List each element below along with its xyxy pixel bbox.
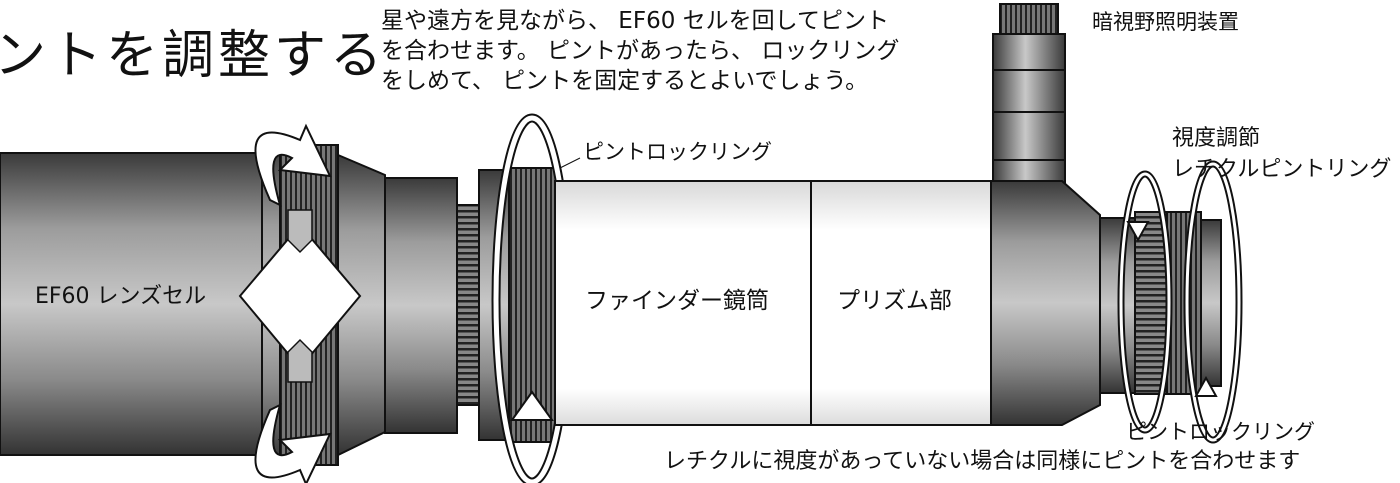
instruction-line-1: 星や遠方を見ながら、 EF60 セルを回してピント	[381, 8, 889, 34]
eyepiece-housing	[990, 180, 1222, 426]
finder-tube-body	[554, 180, 812, 426]
instruction-line-2: を合わせます。 ピントがあったら、 ロックリング	[381, 38, 900, 64]
front-lock-ring	[478, 167, 558, 443]
lens-cell-label: EF60 レンズセル	[35, 284, 207, 309]
diopter-label: 視度調節	[1172, 126, 1261, 151]
front-lock-ring-leader	[559, 157, 581, 169]
prism-label: プリズム部	[837, 288, 952, 314]
prism-body	[810, 180, 992, 426]
illuminator-label: 暗視野照明装置	[1092, 10, 1239, 34]
lens-cell-rotate-arrow	[254, 123, 332, 483]
diamond-focus-indicator	[238, 209, 362, 383]
instruction-text: 星や遠方を見ながら、 EF60 セルを回してピント を合わせます。 ピントがあっ…	[381, 6, 899, 96]
front-lock-ring-label: ピントロックリング	[583, 140, 772, 164]
illuminator-tube	[992, 3, 1066, 185]
reticle-ring-label: レチクルピントリング	[1172, 157, 1392, 182]
page-title: ピントを調整する	[0, 26, 387, 86]
instruction-line-3: をしめて、 ピントを固定するとよいでしょう。	[381, 68, 869, 94]
note-text: レチクルに視度があっていない場合は同様にピントを合わせます	[664, 449, 1301, 474]
finder-tube-label: ファインダー鏡筒	[585, 288, 769, 314]
rear-lock-ring-label: ピントロックリング	[1126, 420, 1315, 444]
eyepiece-ring-arrows	[1117, 160, 1243, 444]
